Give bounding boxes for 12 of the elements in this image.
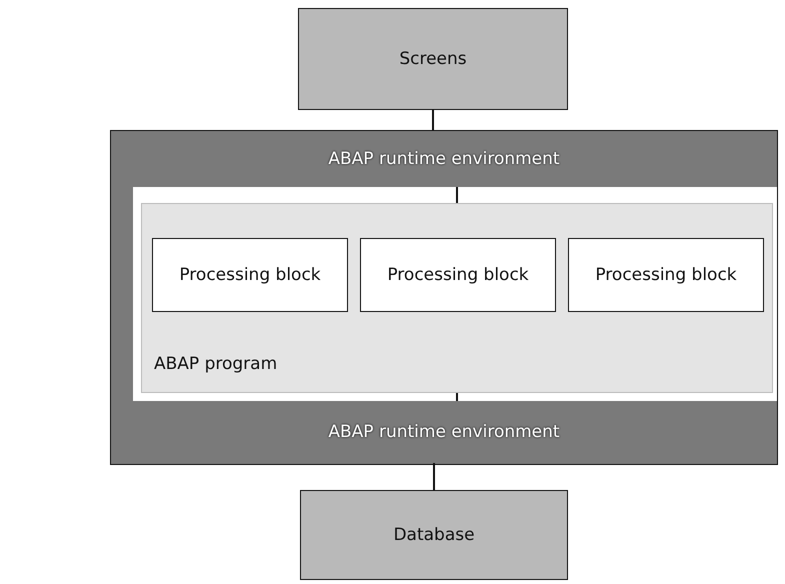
runtime-frame xyxy=(110,130,778,465)
processing-block: Processing block xyxy=(152,238,348,312)
panel-label: ABAP program xyxy=(154,354,278,374)
connector-line xyxy=(433,463,435,490)
database-box: Database xyxy=(300,490,568,580)
connector-line xyxy=(456,393,458,401)
screens-box: Screens xyxy=(298,8,568,110)
connector-line xyxy=(432,110,434,131)
connector-line xyxy=(456,187,458,203)
processing-block: Processing block xyxy=(360,238,556,312)
program-panel xyxy=(141,203,773,393)
processing-block: Processing block xyxy=(568,238,764,312)
